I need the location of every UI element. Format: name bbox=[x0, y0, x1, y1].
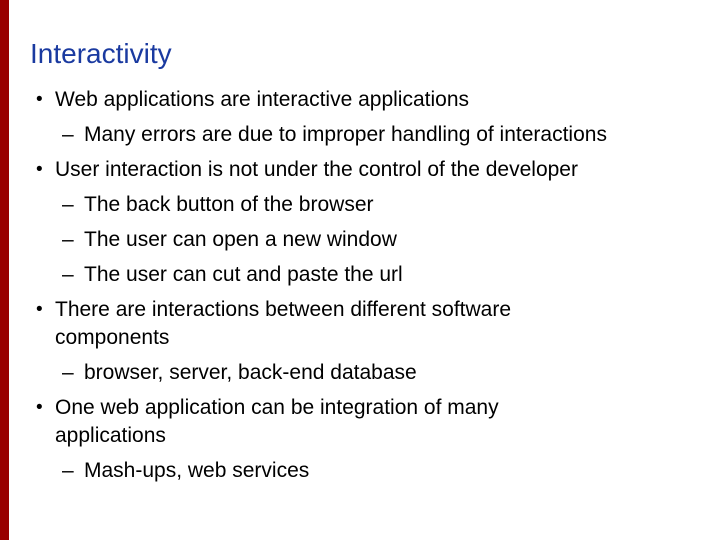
bullet-text: Mash-ups, web services bbox=[84, 459, 310, 482]
bullet-line: • There are interactions between differen… bbox=[0, 296, 720, 324]
bullet-list: • Web applications are interactive applic… bbox=[0, 86, 720, 485]
bullet-text: components bbox=[55, 326, 170, 349]
bullet-dot-icon: • bbox=[36, 159, 43, 180]
bullet-dot-icon: • bbox=[36, 397, 43, 418]
bullet-line: • Web applications are interactive applic… bbox=[0, 86, 720, 114]
bullet-line: –browser, server, back-end database bbox=[0, 359, 720, 387]
bullet-text: The user can cut and paste the url bbox=[84, 263, 403, 286]
bullet-line: applications bbox=[0, 422, 720, 450]
bullet-line: components bbox=[0, 324, 720, 352]
bullet-line: –Mash-ups, web services bbox=[0, 457, 720, 485]
bullet-line: –Many errors are due to improper handlin… bbox=[0, 121, 720, 149]
bullet-text: The user can open a new window bbox=[84, 228, 397, 251]
bullet-line: –The back button of the browser bbox=[0, 191, 720, 219]
bullet-text: The back button of the browser bbox=[84, 193, 374, 216]
bullet-text: One web application can be integration o… bbox=[55, 396, 499, 419]
dash-icon: – bbox=[62, 361, 74, 384]
bullet-text: There are interactions between different… bbox=[55, 298, 512, 321]
left-accent-bar bbox=[0, 0, 9, 540]
bullet-text: User interaction is not under the contro… bbox=[55, 158, 578, 181]
dash-icon: – bbox=[62, 193, 74, 216]
bullet-text: browser, server, back-end database bbox=[84, 361, 417, 384]
bullet-line: –The user can open a new window bbox=[0, 226, 720, 254]
dash-icon: – bbox=[62, 263, 74, 286]
bullet-dot-icon: • bbox=[36, 89, 43, 110]
bullet-text: applications bbox=[55, 424, 166, 447]
bullet-line: –The user can cut and paste the url bbox=[0, 261, 720, 289]
bullet-text: Web applications are interactive applica… bbox=[55, 88, 470, 111]
dash-icon: – bbox=[62, 459, 74, 482]
bullet-line: • User interaction is not under the contr… bbox=[0, 156, 720, 184]
dash-icon: – bbox=[62, 123, 74, 146]
slide-title: Interactivity bbox=[30, 37, 172, 69]
dash-icon: – bbox=[62, 228, 74, 251]
bullet-line: • One web application can be integration … bbox=[0, 394, 720, 422]
bullet-dot-icon: • bbox=[36, 299, 43, 320]
bullet-text: Many errors are due to improper handling… bbox=[84, 123, 607, 146]
